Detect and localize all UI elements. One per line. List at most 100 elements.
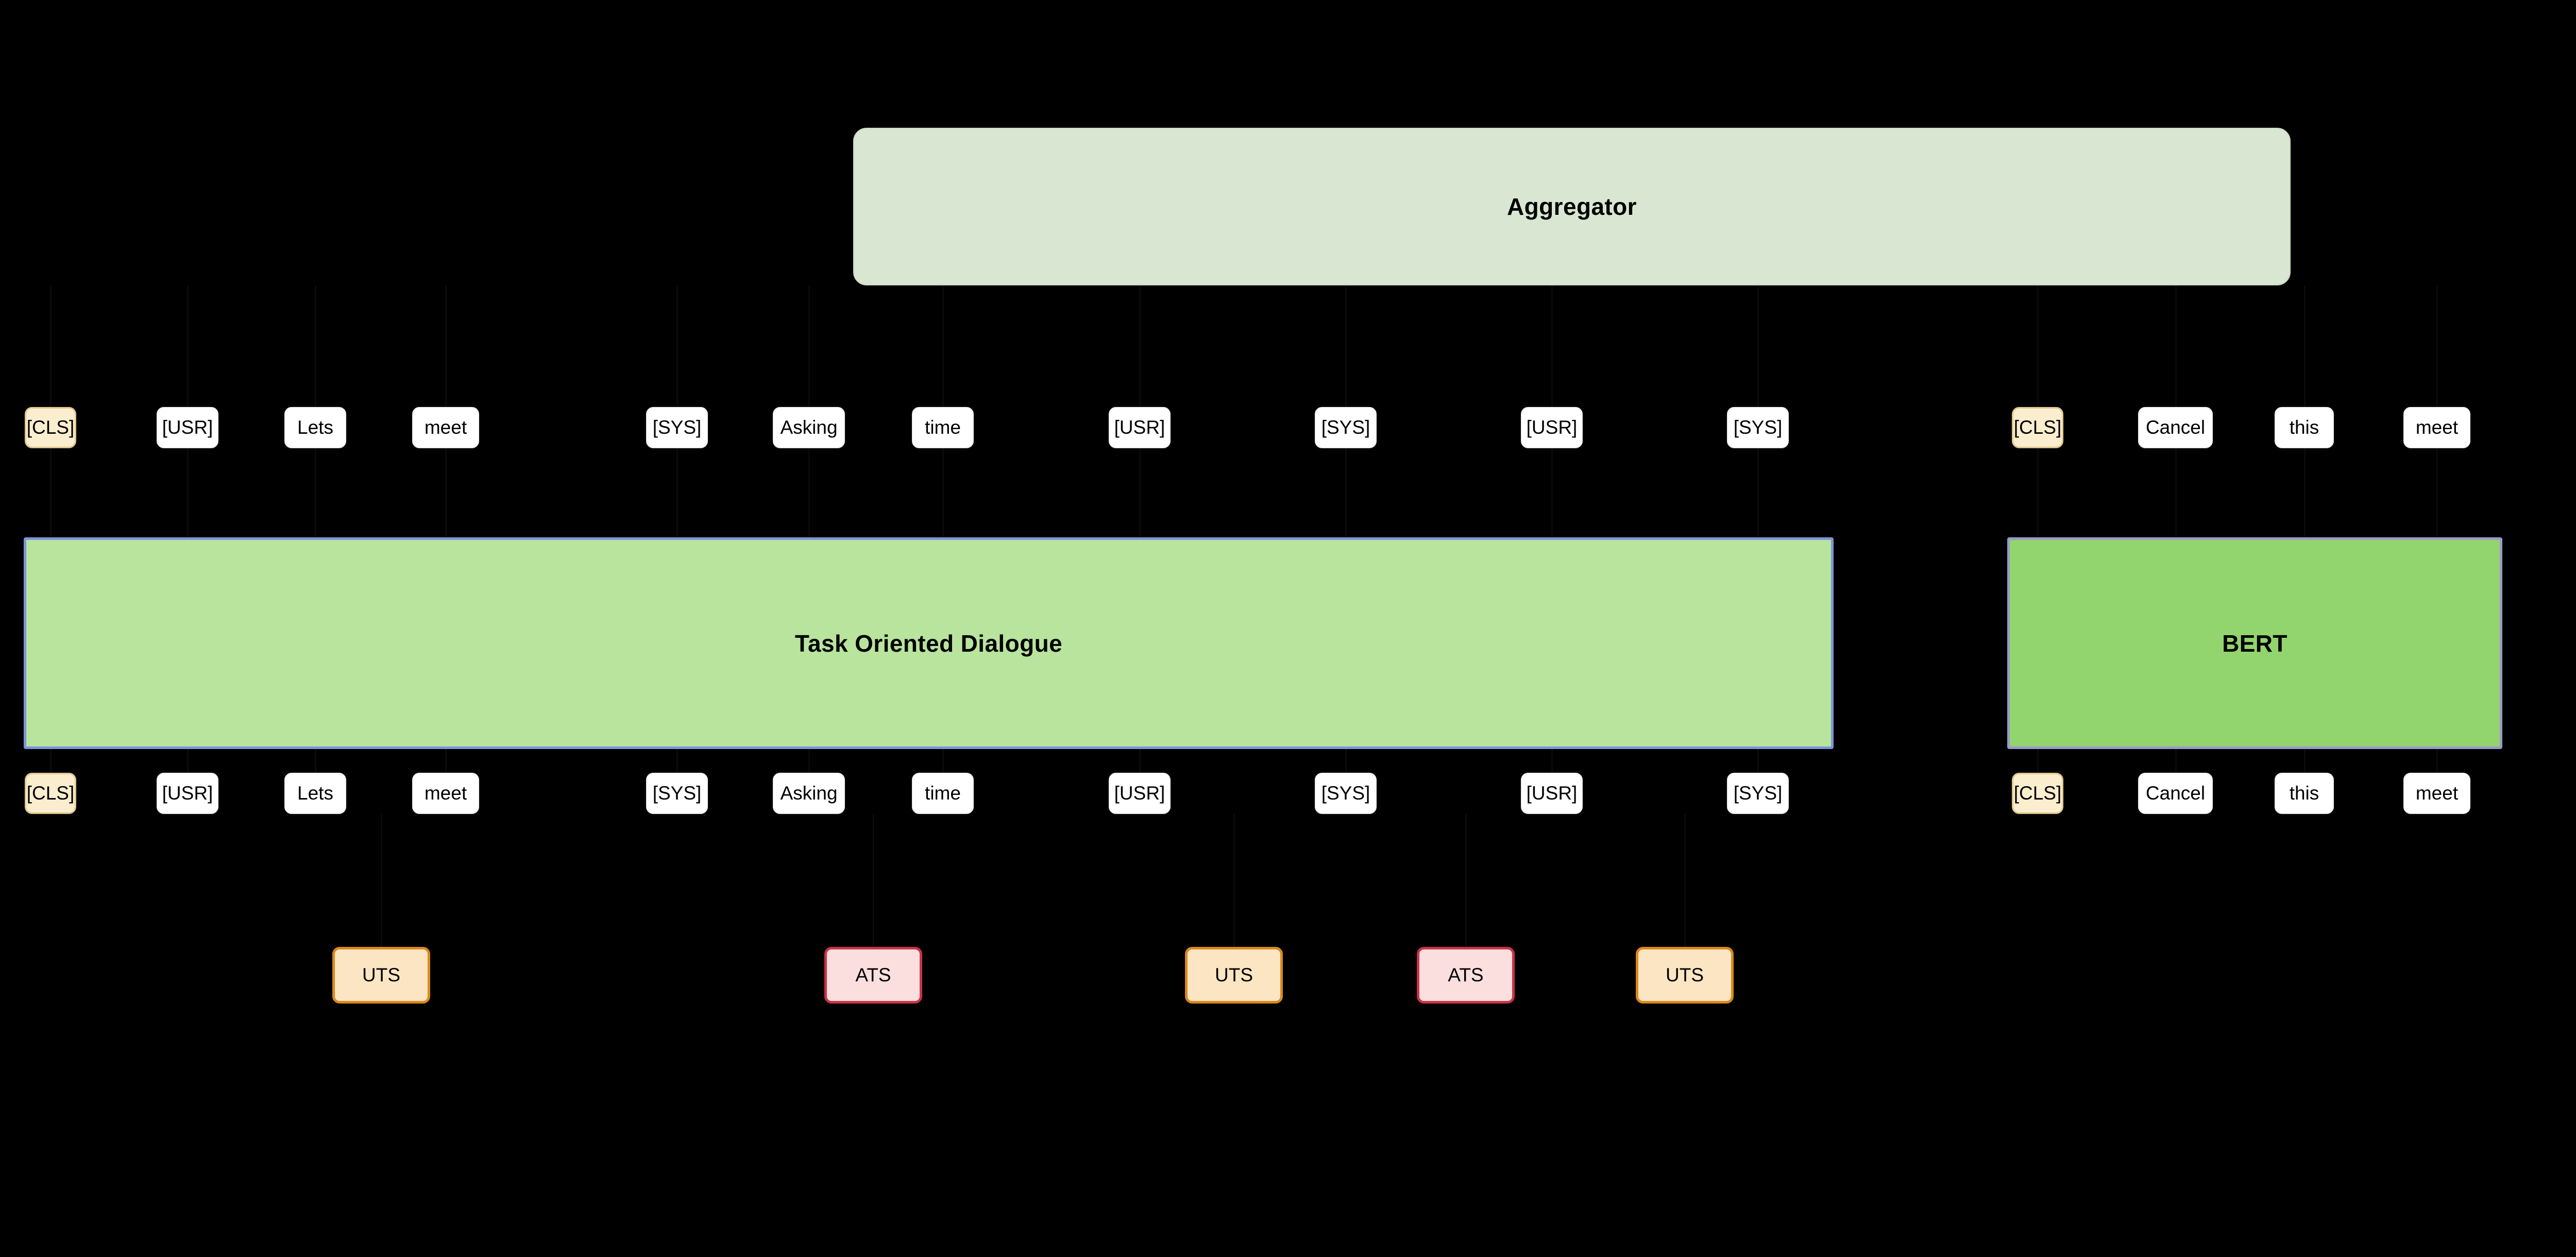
output-token: Asking: [773, 407, 845, 448]
encoder-bert: BERT: [2007, 537, 2502, 749]
output-token: [USR]: [1109, 407, 1171, 448]
output-token-label: meet: [2415, 417, 2459, 438]
input-token-label: [SYS]: [1733, 783, 1783, 804]
connector-tag-to-token: [381, 814, 382, 947]
output-token-label: Cancel: [2145, 417, 2206, 438]
supervision-tag-label: UTS: [362, 964, 400, 986]
input-token: [USR]: [1521, 773, 1583, 814]
input-token-label: [SYS]: [1321, 783, 1370, 804]
output-token-label: meet: [424, 417, 467, 438]
input-token-label: [USR]: [1526, 783, 1578, 804]
input-token-label: [USR]: [1114, 783, 1165, 804]
encoder-task-oriented-dialogue: Task Oriented Dialogue: [24, 537, 1834, 749]
connector-token-to-encoder: [2303, 749, 2306, 773]
output-token: [SYS]: [1727, 407, 1789, 448]
output-token-label: this: [2289, 417, 2319, 438]
connector-tag-to-token: [1233, 814, 1235, 947]
connector-encoder-to-token: [676, 448, 678, 537]
connector-token-to-aggregator: [50, 285, 52, 407]
input-token: this: [2275, 773, 2334, 814]
connector-token-to-aggregator: [942, 285, 944, 407]
input-token-label: [CLS]: [26, 783, 75, 804]
connector-token-to-aggregator: [1551, 285, 1553, 407]
connector-token-to-aggregator: [2436, 285, 2438, 407]
encoder-bert-label: BERT: [2222, 630, 2287, 657]
connector-token-to-encoder: [942, 749, 944, 773]
input-token: [CLS]: [25, 773, 76, 814]
connector-token-to-encoder: [808, 749, 810, 773]
connector-token-to-aggregator: [2037, 285, 2039, 407]
input-token: Cancel: [2138, 773, 2213, 814]
connector-token-to-encoder: [2037, 749, 2039, 773]
connector-token-to-encoder: [187, 749, 189, 773]
connector-token-to-encoder: [676, 749, 678, 773]
connector-token-to-aggregator: [676, 285, 678, 407]
output-token: [SYS]: [1315, 407, 1377, 448]
input-token-label: Asking: [780, 783, 838, 804]
connector-encoder-to-token: [2436, 448, 2438, 537]
supervision-tag-label: ATS: [855, 964, 891, 986]
connector-token-to-encoder: [445, 749, 447, 773]
output-token: time: [912, 407, 974, 448]
connector-token-to-aggregator: [2303, 285, 2306, 407]
output-token-label: [CLS]: [26, 417, 75, 438]
output-token: [CLS]: [2012, 407, 2063, 448]
connector-token-to-encoder: [2175, 749, 2177, 773]
connector-token-to-aggregator: [808, 285, 810, 407]
aggregator-block: Aggregator: [853, 128, 2291, 285]
connector-encoder-to-token: [2175, 448, 2177, 537]
input-token: meet: [2403, 773, 2470, 814]
input-token-label: Cancel: [2145, 783, 2206, 804]
output-token-label: [SYS]: [652, 417, 702, 438]
supervision-tag-label: UTS: [1215, 964, 1253, 986]
input-token-label: time: [925, 783, 961, 804]
connector-encoder-to-token: [808, 448, 810, 537]
aggregator-label: Aggregator: [1507, 193, 1637, 220]
output-token-label: [SYS]: [1733, 417, 1783, 438]
supervision-tag-uts: UTS: [1185, 947, 1283, 1004]
connector-tag-to-token: [1684, 814, 1686, 947]
connector-token-to-aggregator: [2175, 285, 2177, 407]
connector-encoder-to-token: [1345, 448, 1347, 537]
input-token: [USR]: [157, 773, 218, 814]
connector-token-to-aggregator: [315, 285, 316, 407]
input-token: [SYS]: [1315, 773, 1377, 814]
output-token-label: [USR]: [162, 417, 213, 438]
supervision-tag-uts: UTS: [332, 947, 430, 1004]
connector-encoder-to-token: [50, 448, 52, 537]
output-token-label: [CLS]: [2013, 417, 2062, 438]
output-token: meet: [2403, 407, 2470, 448]
connector-tag-to-token: [1465, 814, 1467, 947]
connector-token-to-encoder: [2436, 749, 2438, 773]
connector-token-to-aggregator: [187, 285, 189, 407]
connector-encoder-to-token: [315, 448, 316, 537]
connector-token-to-aggregator: [445, 285, 447, 407]
output-token-label: [USR]: [1526, 417, 1578, 438]
connector-encoder-to-token: [2303, 448, 2306, 537]
connector-token-to-encoder: [1345, 749, 1347, 773]
connector-token-to-aggregator: [1757, 285, 1759, 407]
input-token-label: [USR]: [162, 783, 213, 804]
input-token: [SYS]: [1727, 773, 1789, 814]
input-token-label: Lets: [297, 783, 333, 804]
connector-encoder-to-token: [187, 448, 189, 537]
input-token: Asking: [773, 773, 845, 814]
supervision-tag-ats: ATS: [1417, 947, 1515, 1004]
input-token: [CLS]: [2012, 773, 2063, 814]
encoder-tod-label: Task Oriented Dialogue: [794, 630, 1063, 657]
connector-encoder-to-token: [1757, 448, 1759, 537]
connector-encoder-to-token: [2037, 448, 2039, 537]
supervision-tag-uts: UTS: [1636, 947, 1734, 1004]
connector-token-to-encoder: [50, 749, 52, 773]
connector-encoder-to-token: [1551, 448, 1553, 537]
output-token: [CLS]: [25, 407, 76, 448]
input-token-label: meet: [424, 783, 467, 804]
connector-token-to-encoder: [315, 749, 316, 773]
input-token: time: [912, 773, 974, 814]
connector-token-to-encoder: [1139, 749, 1141, 773]
connector-encoder-to-token: [942, 448, 944, 537]
connector-token-to-aggregator: [1345, 285, 1347, 407]
output-token-label: Asking: [780, 417, 838, 438]
output-token: this: [2275, 407, 2334, 448]
connector-token-to-aggregator: [1139, 285, 1141, 407]
